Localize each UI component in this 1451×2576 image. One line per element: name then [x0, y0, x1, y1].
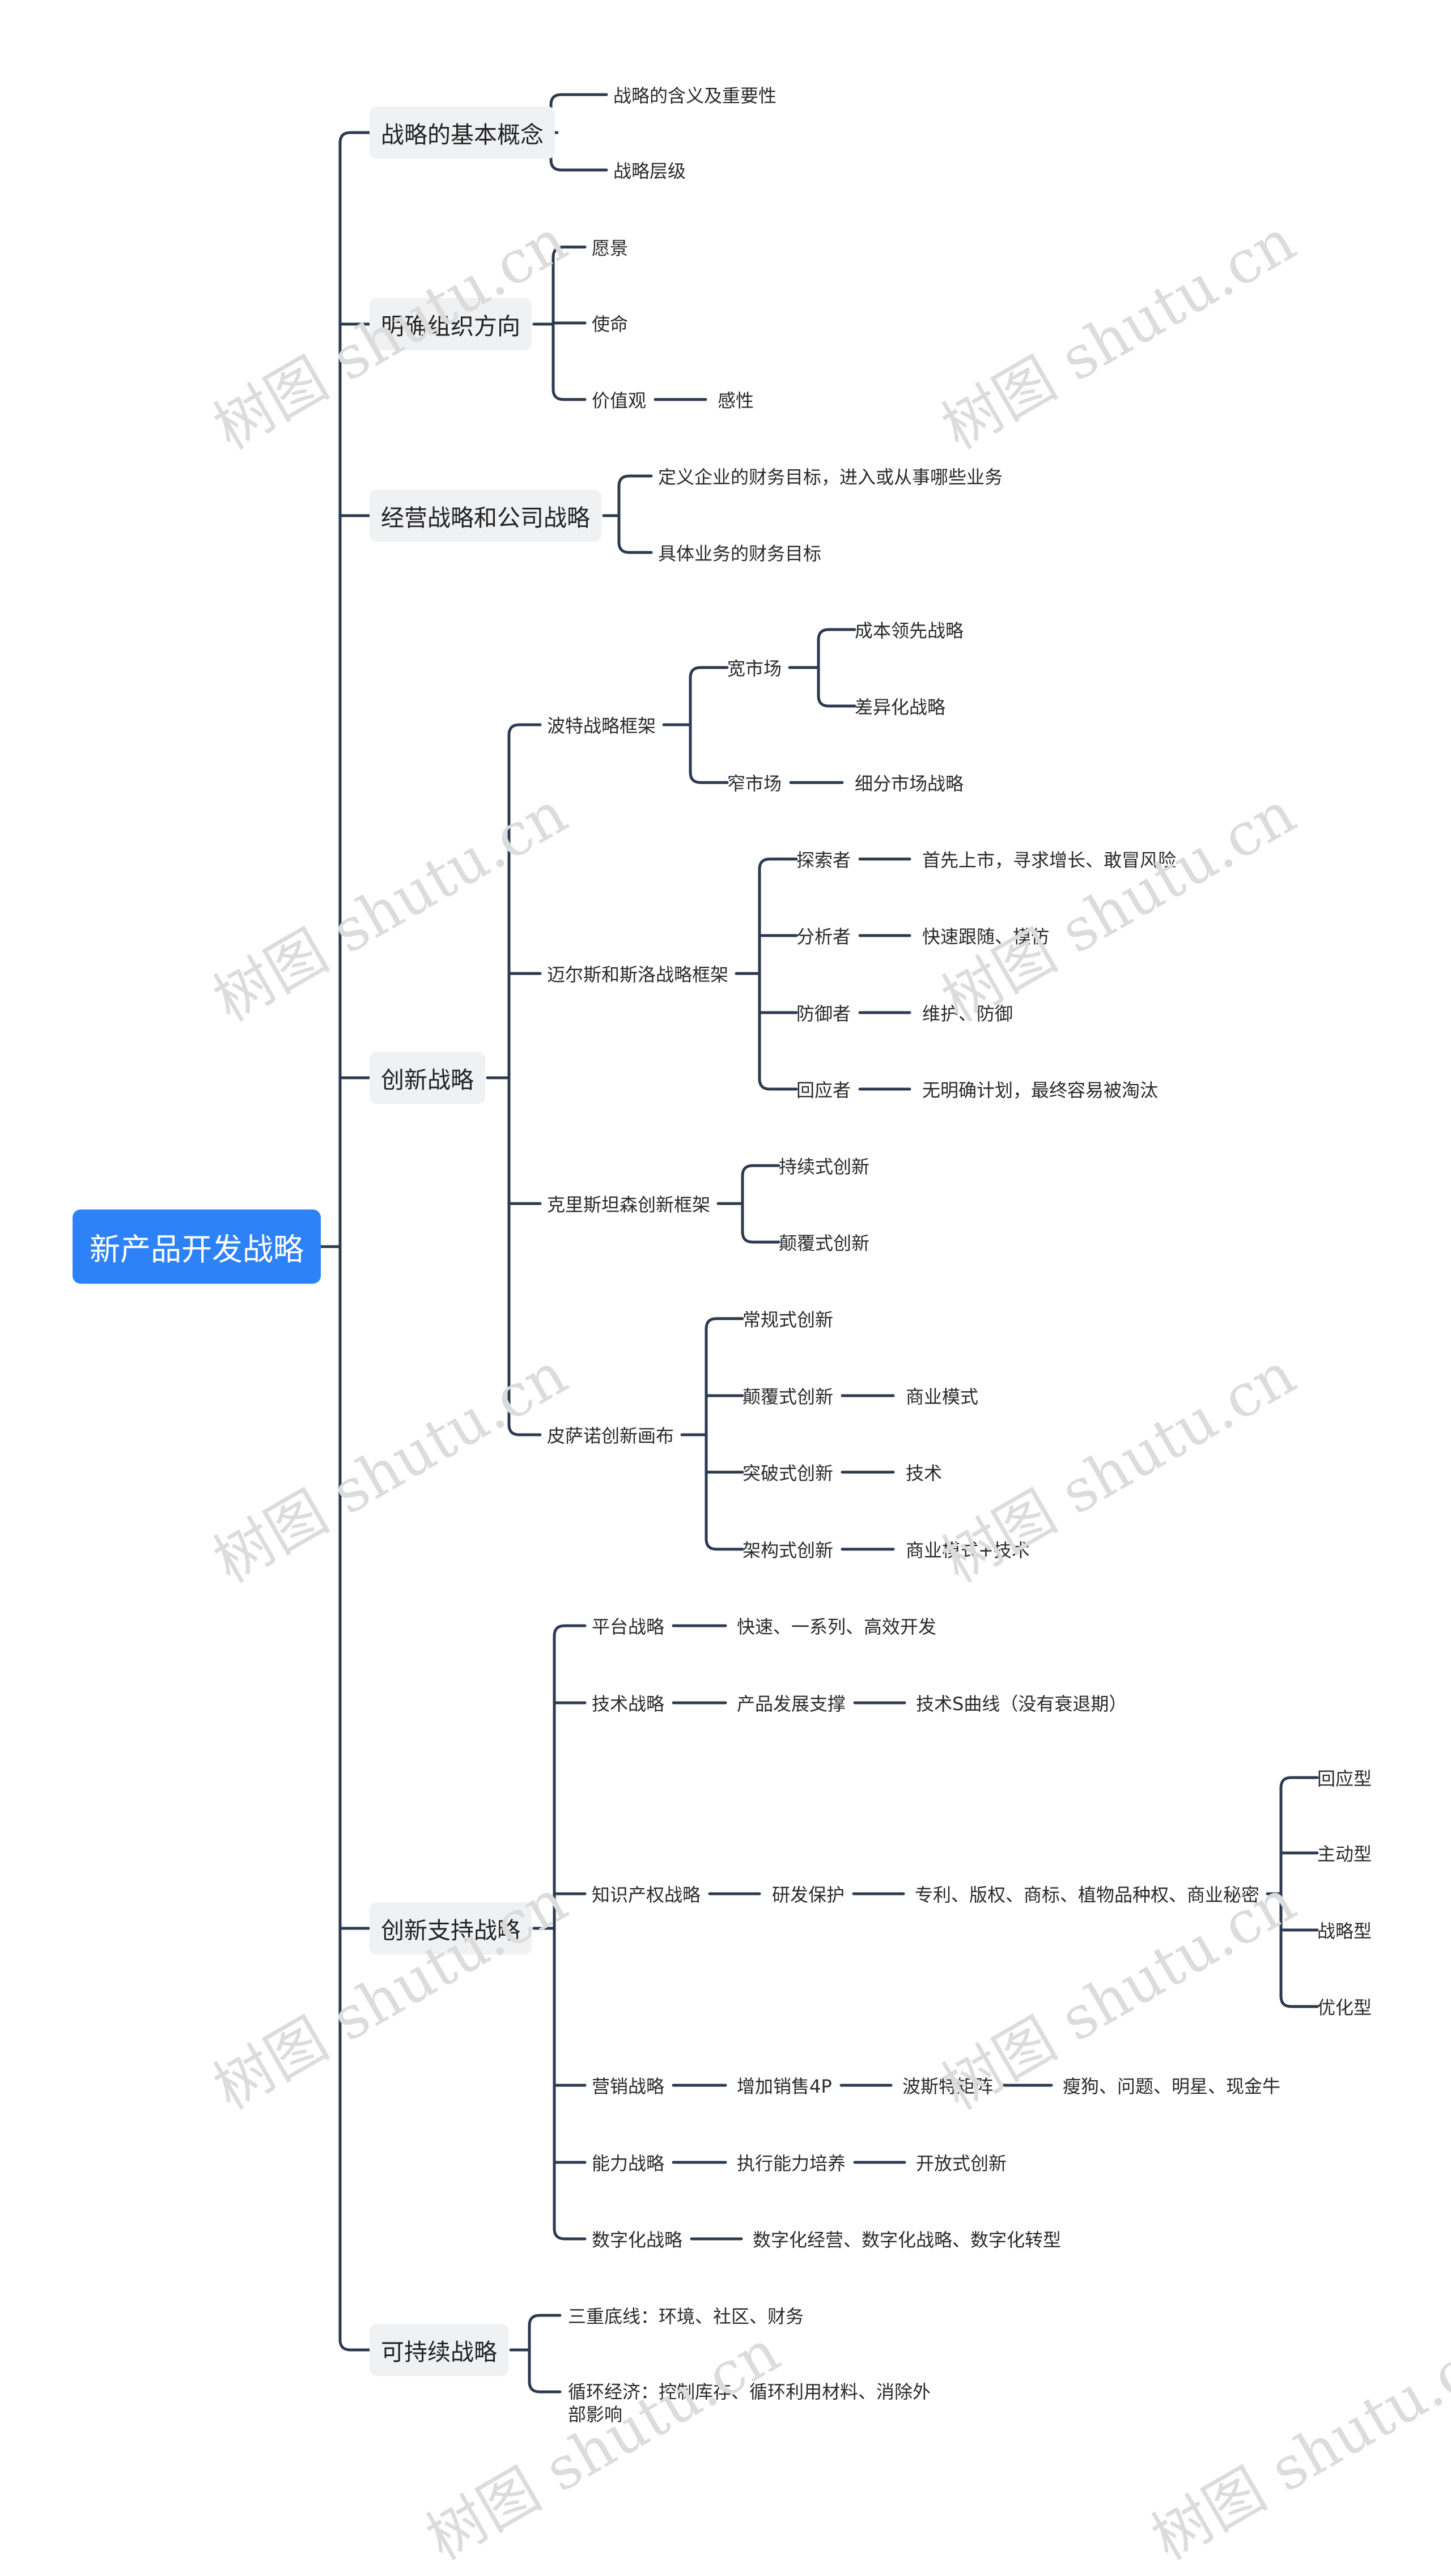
root-connector-branch	[338, 131, 371, 144]
ip-kind-3: 优化型	[1317, 1997, 1372, 2018]
miles-type-2: 防御者	[796, 1003, 851, 1025]
branch-0-node: 战略的基本概念	[370, 107, 555, 159]
miles-desc-2: 维护、防御	[922, 1003, 1013, 1025]
b2-branch	[617, 541, 653, 554]
miles-desc-3: 无明确计划，最终容易被淘汰	[922, 1079, 1159, 1101]
ip-kind-2: 战略型	[1317, 1920, 1372, 1942]
miles-type-3: 回应者	[796, 1079, 851, 1101]
b3-porter-branch	[689, 771, 729, 784]
b3-christensen-branch	[741, 1230, 780, 1244]
b0-child-1: 战略层级	[613, 160, 686, 182]
b4-child-5: 数字化战略	[592, 2229, 683, 2251]
porter-diff: 差异化战略	[855, 696, 946, 718]
b4-branch	[553, 1624, 587, 1638]
christensen-0: 持续式创新	[779, 1156, 870, 1178]
root-connector-branch	[338, 2338, 371, 2352]
b3-pisano-branch	[705, 1317, 744, 1330]
b3-child-2: 克里斯坦森创新框架	[547, 1194, 711, 1215]
tech-support: 产品发展支撑	[737, 1693, 846, 1715]
b0-branch	[549, 158, 608, 172]
b5-branch	[528, 2380, 562, 2394]
branch-5-node: 可持续战略	[370, 2324, 508, 2376]
branch-2-node: 经营战略和公司战略	[370, 490, 601, 542]
miles-desc-0: 首先上市，寻求增长、敢冒风险	[922, 849, 1177, 871]
b5-branch	[528, 2314, 562, 2327]
b2-child-1: 具体业务的财务目标	[658, 543, 822, 564]
ip-types: 专利、版权、商标、植物品种权、商业秘密	[915, 1884, 1260, 1906]
pisano-1: 颠覆式创新	[743, 1386, 834, 1408]
b3-child-3: 皮萨诺创新画布	[547, 1425, 674, 1447]
b1-child-0: 愿景	[592, 237, 629, 259]
miles-type-0: 探索者	[796, 849, 851, 871]
mkt-4p: 增加销售4P	[737, 2076, 832, 2097]
b4-child-4: 能力战略	[592, 2153, 665, 2174]
cap-build: 执行能力培养	[737, 2153, 846, 2174]
b3-child-1: 迈尔斯和斯洛战略框架	[547, 964, 729, 985]
pisano-detail-1: 商业模式	[906, 1386, 979, 1408]
pisano-0: 常规式创新	[743, 1309, 834, 1330]
b3-miles-branch	[758, 857, 798, 871]
b3-branch	[507, 1423, 542, 1436]
b3-child-0: 波特战略框架	[547, 715, 656, 737]
b1-child-1: 使命	[592, 313, 629, 335]
pisano-2: 突破式创新	[743, 1463, 834, 1484]
miles-type-1: 分析者	[796, 926, 851, 947]
b3-christensen-branch	[741, 1164, 780, 1178]
b0-branch	[549, 93, 608, 107]
christensen-1: 颠覆式创新	[779, 1232, 870, 1254]
branch-4-node: 创新支持战略	[370, 1902, 532, 1954]
b3-porter-branch	[689, 666, 729, 679]
mkt-quadrants: 瘦狗、问题、明星、现金牛	[1063, 2076, 1281, 2097]
b4-child-2: 知识产权战略	[592, 1884, 701, 1906]
cap-open: 开放式创新	[916, 2153, 1007, 2174]
porter-niche: 细分市场战略	[855, 773, 964, 794]
mkt-matrix: 波斯特矩阵	[902, 2076, 994, 2097]
pisano-detail-3: 商业模式+技术	[906, 1540, 1030, 1561]
b5-child-1: 循环经济：控制库存、循环利用材料、消除外部影响	[568, 2381, 931, 2425]
branch-1-node: 明确组织方向	[370, 298, 532, 350]
mind-map: 新产品开发战略 战略的基本概念明确组织方向经营战略和公司战略创新战略创新支持战略可…	[73, 85, 1451, 2573]
b4-child-0: 平台战略	[592, 1616, 665, 1638]
platform-detail: 快速、一系列、高效开发	[737, 1616, 937, 1638]
pisano-detail-2: 技术	[906, 1463, 943, 1484]
b0-child-0: 战略的含义及重要性	[613, 85, 777, 107]
ip-kind-branch	[1279, 1995, 1319, 2008]
b1-branch	[551, 245, 587, 259]
b2-child-0: 定义企业的财务目标，进入或从事哪些业务	[658, 466, 1003, 488]
porter-wide-branch	[817, 628, 856, 641]
b4-child-3: 营销战略	[592, 2076, 665, 2097]
b5-child-0: 三重底线：环境、社区、财务	[568, 2306, 804, 2327]
ip-kind-1: 主动型	[1317, 1843, 1372, 1865]
porter-narrow: 窄市场	[727, 773, 782, 794]
miles-desc-1: 快速跟随、模仿	[922, 926, 1050, 947]
ip-kind-branch	[1279, 1776, 1319, 1789]
b3-miles-branch	[758, 1077, 798, 1091]
branch-3-node: 创新战略	[370, 1052, 485, 1104]
porter-wide-branch	[817, 694, 856, 708]
porter-wide: 宽市场	[727, 658, 782, 679]
ip-protect: 研发保护	[772, 1884, 845, 1906]
b1-child-2: 价值观	[592, 390, 647, 411]
porter-cost: 成本领先战略	[855, 620, 964, 641]
b2-branch	[617, 474, 653, 488]
b1-grandchild: 感性	[718, 390, 754, 411]
b1-branch	[551, 388, 587, 401]
b3-branch	[507, 723, 542, 737]
ip-kind-0: 回应型	[1317, 1768, 1372, 1789]
b4-branch	[553, 2227, 587, 2241]
connector-lines	[311, 93, 1319, 2394]
b4-child-1: 技术战略	[592, 1693, 665, 1715]
tech-scurve: 技术S曲线（没有衰退期）	[916, 1693, 1127, 1715]
b3-pisano-branch	[705, 1537, 744, 1551]
digital-detail: 数字化经营、数字化战略、数字化转型	[753, 2229, 1062, 2251]
pisano-3: 架构式创新	[743, 1540, 834, 1561]
root-node: 新产品开发战略	[73, 1209, 321, 1284]
